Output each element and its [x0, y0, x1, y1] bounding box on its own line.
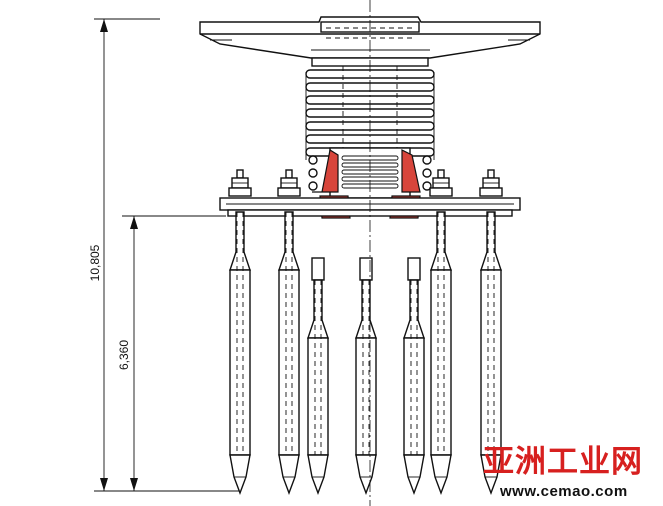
guide-sleeve [342, 66, 398, 150]
spring-coil-section [422, 181, 432, 191]
spring-coil-section [308, 155, 318, 165]
watermark: 亚洲工业网 www.cemao.com [483, 444, 643, 500]
pin-shank [430, 211, 452, 271]
probe-pin [429, 169, 453, 495]
pin-tip [430, 454, 452, 495]
pin-tip [229, 454, 251, 495]
pin-thread [487, 169, 495, 179]
pin-tip [403, 454, 425, 495]
pin-washer [429, 187, 453, 197]
pin-shank [480, 211, 502, 271]
pin-shank [307, 279, 329, 339]
pin-body [307, 337, 329, 456]
probe-pin [355, 257, 377, 495]
pin-washer [277, 187, 301, 197]
pin-thread [236, 169, 244, 179]
probe-pin [228, 169, 252, 495]
probe-pin [403, 257, 425, 495]
probe-pin [479, 169, 503, 495]
pin-head [407, 257, 421, 281]
pin-tip [480, 454, 502, 495]
watermark-brand: 亚洲工业网 [483, 444, 643, 480]
spring-coil-section [308, 168, 318, 178]
pin-body [430, 269, 452, 456]
top-flange [199, 16, 541, 59]
dimension-overall-height [94, 18, 240, 492]
pin-shank [403, 279, 425, 339]
pin-body [403, 337, 425, 456]
spring-coil-section [422, 168, 432, 178]
pin-shank [229, 211, 251, 271]
probe-pins [228, 169, 503, 495]
watermark-url: www.cemao.com [499, 483, 628, 500]
pin-shank [278, 211, 300, 271]
pin-body [229, 269, 251, 456]
pin-shank [355, 279, 377, 339]
pin-body [480, 269, 502, 456]
pin-tip [307, 454, 329, 495]
pin-head [311, 257, 325, 281]
dimension-label-overall: 10,805 [88, 244, 102, 281]
dimension-pin-length [122, 215, 226, 491]
spring-coil-section [422, 155, 432, 165]
pin-tip [278, 454, 300, 495]
pin-washer [228, 187, 252, 197]
probe-pin [307, 257, 329, 495]
pin-thread [285, 169, 293, 179]
pin-body [355, 337, 377, 456]
probe-pin [277, 169, 301, 495]
pin-tip [355, 454, 377, 495]
pin-thread [437, 169, 445, 179]
pin-body [278, 269, 300, 456]
dimension-label-pin: 6,360 [117, 340, 131, 370]
pin-washer [479, 187, 503, 197]
spring-coil-section [308, 181, 318, 191]
